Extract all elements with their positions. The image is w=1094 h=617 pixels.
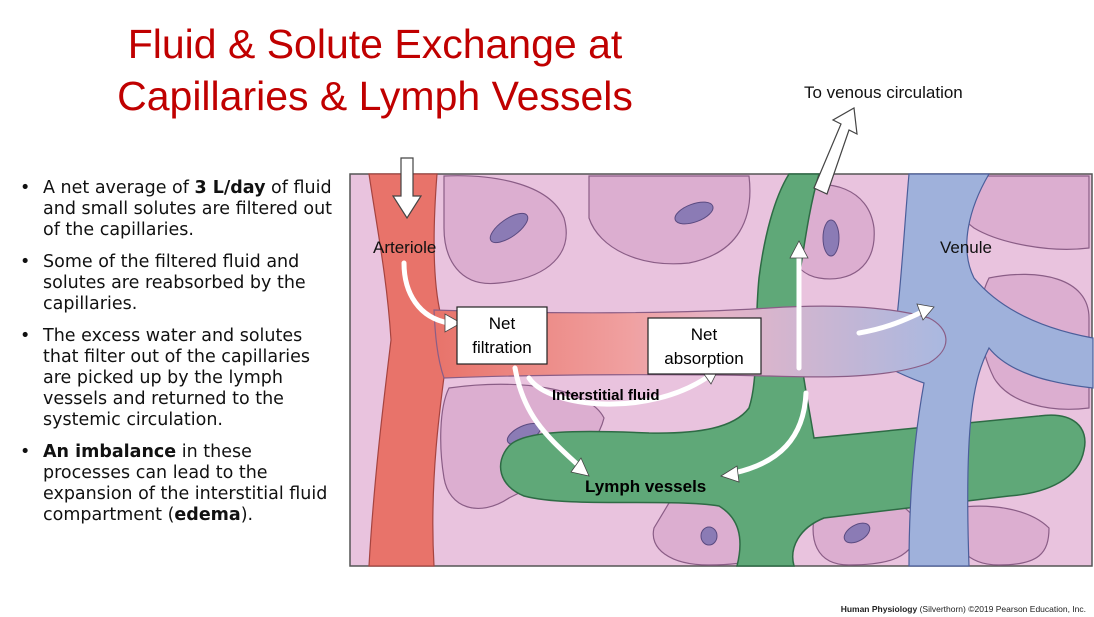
bullet-text: of fluid and small solutes are filtered … bbox=[43, 178, 333, 240]
bullet-text: A net average of bbox=[43, 178, 195, 198]
net-absorption-box bbox=[647, 317, 762, 375]
cell-nucleus bbox=[822, 219, 840, 257]
to-venous-label: To venous circulation bbox=[804, 83, 963, 102]
interstitial-fluid-label: Interstitial fluid bbox=[552, 387, 660, 404]
credit-text: (Silverthorn) ©2019 Pearson Education, I… bbox=[917, 604, 1086, 614]
tissue-cell bbox=[588, 175, 751, 265]
net-filtration-label-2: filtration bbox=[472, 338, 532, 357]
bullet-item: An imbalance in these processes can lead… bbox=[18, 442, 338, 526]
slide-title: Fluid & Solute Exchange at Capillaries &… bbox=[60, 18, 690, 122]
arteriole-label: Arteriole bbox=[373, 238, 436, 257]
cell-nucleus bbox=[700, 526, 718, 546]
bullet-list: A net average of 3 L/day of fluid and sm… bbox=[18, 178, 338, 537]
bullet-bold: An imbalance bbox=[43, 442, 177, 462]
bullet-bold: edema bbox=[174, 505, 241, 525]
lymph-absorption-arrow bbox=[731, 390, 809, 476]
arrow-head bbox=[720, 465, 740, 483]
bullet-item: Some of the filtered fluid and solutes a… bbox=[18, 252, 338, 315]
copyright-credit: Human Physiology (Silverthorn) ©2019 Pea… bbox=[841, 604, 1086, 614]
lymph-vessels-label: Lymph vessels bbox=[585, 477, 706, 496]
incoming-flow-arrow bbox=[391, 157, 423, 220]
flow-arrows bbox=[401, 250, 927, 476]
net-absorption-label-1: Net bbox=[691, 325, 718, 344]
net-absorption-label-2: absorption bbox=[664, 349, 743, 368]
arrow-head bbox=[916, 303, 935, 321]
filtration-arrow bbox=[512, 365, 582, 469]
venous-outflow-arrow bbox=[813, 107, 858, 195]
interstitial-flow-arrow bbox=[526, 373, 712, 407]
venule-flow-arrow bbox=[856, 308, 927, 336]
cell-nucleus bbox=[674, 201, 714, 225]
bullet-item: A net average of 3 L/day of fluid and sm… bbox=[18, 178, 338, 241]
title-line-1: Fluid & Solute Exchange at bbox=[127, 21, 623, 67]
bullet-bold: 3 L/day bbox=[194, 178, 266, 198]
net-filtration-label-1: Net bbox=[489, 314, 516, 333]
arrow-head bbox=[570, 457, 590, 477]
arrow-head bbox=[444, 313, 462, 333]
net-filtration-box bbox=[456, 306, 548, 365]
bullet-text: in these processes can lead to the expan… bbox=[43, 442, 328, 525]
bullet-text: ). bbox=[240, 505, 254, 525]
title-line-2: Capillaries & Lymph Vessels bbox=[117, 73, 633, 119]
capillary-diagram: To venous circulation Arteriole Venule N… bbox=[349, 78, 1094, 570]
venule-label: Venule bbox=[940, 238, 992, 257]
bullet-text: The excess water and solutes that filter… bbox=[43, 326, 311, 430]
cell-nucleus bbox=[489, 212, 529, 244]
arteriole-flow-arrow bbox=[401, 260, 452, 326]
bullet-item: The excess water and solutes that filter… bbox=[18, 326, 338, 431]
cell-nucleus bbox=[843, 522, 871, 544]
capillary-diagram-svg: To venous circulation Arteriole Venule N… bbox=[349, 83, 1094, 567]
arrow-head bbox=[789, 240, 809, 259]
cell-nuclei bbox=[489, 201, 1026, 546]
bullet-text: Some of the filtered fluid and solutes a… bbox=[43, 252, 306, 314]
credit-book-title: Human Physiology bbox=[840, 604, 918, 614]
